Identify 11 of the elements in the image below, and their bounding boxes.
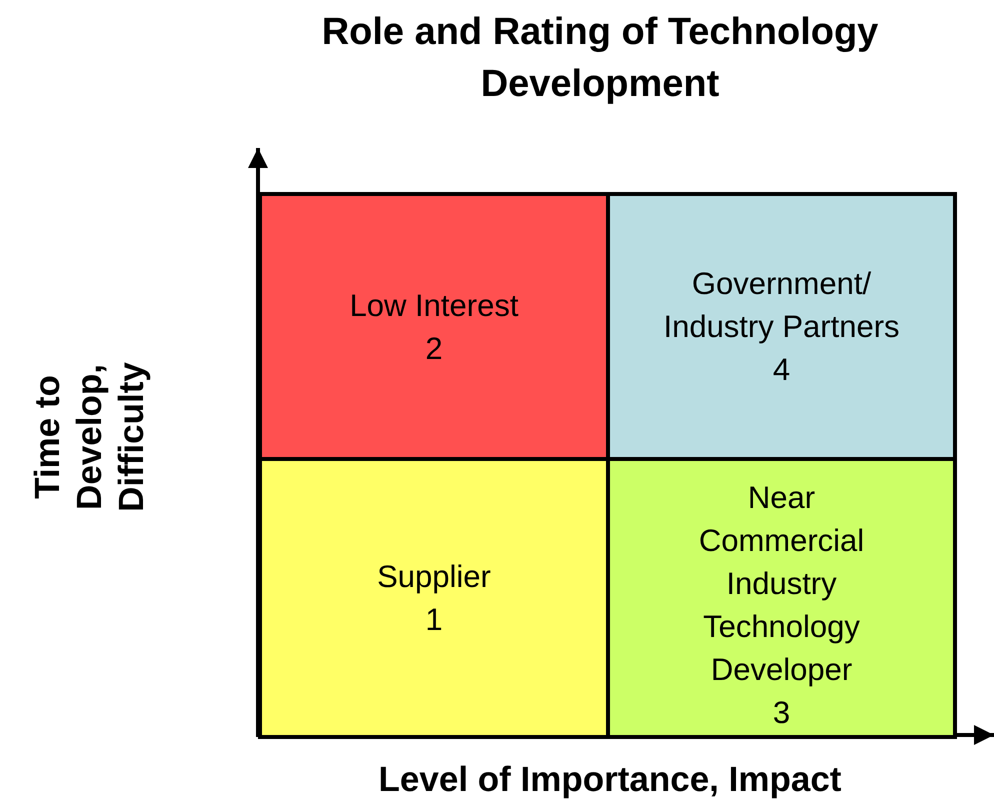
x-axis-label: Level of Importance, Impact [378,760,842,800]
quadrant-label: Near Commercial Industry Technology Developer [698,479,866,689]
quadrant-label: Supplier [377,558,491,596]
quadrant-label: Government/ Industry Partners [662,265,901,346]
chart-title: Role and Rating of Technology Development [320,10,880,107]
quadrant-number: 2 [425,330,443,368]
quadrant-label: Low Interest [350,286,518,324]
quadrant-number: 1 [425,601,443,639]
quadrant-number: 3 [772,694,790,732]
y-axis-label: Time to Develop, Difficulty [27,361,152,514]
quadrant-number: 4 [772,351,790,389]
